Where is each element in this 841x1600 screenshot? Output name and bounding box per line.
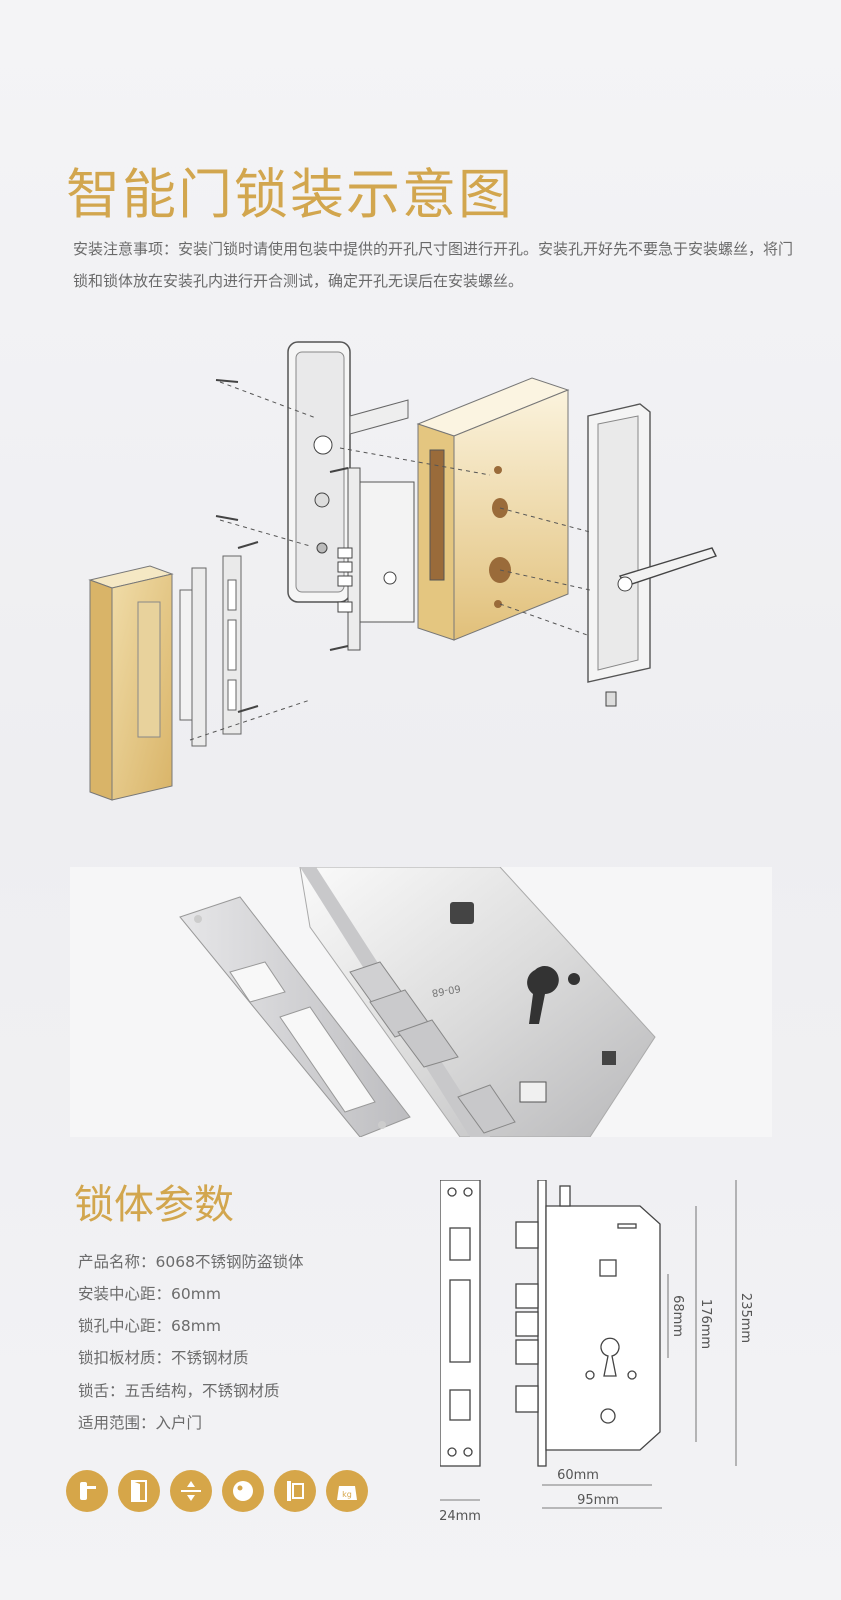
- front-panel: [287, 341, 351, 603]
- dim-176: 176mm: [698, 1299, 713, 1349]
- faceplate-outline: [537, 1180, 547, 1467]
- param-keyhole-center: 锁孔中心距：68mm: [78, 1317, 221, 1335]
- handle-icon: [66, 1470, 108, 1512]
- dim-68: 68mm: [670, 1295, 685, 1337]
- kg-label: kg: [342, 1490, 352, 1499]
- page-title: 智能门锁装示意图: [66, 163, 514, 226]
- screws: [215, 379, 349, 713]
- install-note: 安装注意事项：安装门锁时请使用包装中提供的开孔尺寸图进行开孔。安装孔开好先不要急…: [73, 240, 794, 290]
- model-stamp: 60-68: [431, 982, 462, 998]
- door-block: [416, 377, 570, 641]
- dim-60: 60mm: [557, 1468, 599, 1483]
- strike-plate-1: [191, 567, 207, 747]
- param-strike-material: 锁扣板材质：不锈钢材质: [78, 1349, 249, 1367]
- params-heading: 锁体参数: [74, 1182, 234, 1228]
- door-icon: [118, 1470, 160, 1512]
- dim-95: 95mm: [577, 1493, 619, 1508]
- weight-icon: kg: [326, 1470, 368, 1512]
- dim-24: 24mm: [440, 1509, 481, 1524]
- dim-235: 235mm: [738, 1293, 753, 1343]
- case-outline: [545, 1205, 661, 1451]
- mortise-lock-body: [337, 467, 415, 651]
- knob-icon: [222, 1470, 264, 1512]
- param-application: 适用范围：入户门: [78, 1414, 203, 1432]
- back-panel: [587, 403, 717, 707]
- param-install-center: 安装中心距：60mm: [78, 1285, 221, 1303]
- thickness-icon: [170, 1470, 212, 1512]
- dimension-drawing: 68mm 176mm 235mm 60mm 24mm 95mm: [440, 1180, 753, 1524]
- door-frame-block: [88, 565, 174, 801]
- param-product-name: 产品名称：6068不锈钢防盗锁体: [78, 1253, 304, 1271]
- spindle-bar: [349, 399, 409, 435]
- exploded-installation-diagram: [88, 341, 717, 801]
- mortise-lock-photo: 60-68: [70, 867, 772, 1137]
- mortise-icon: [274, 1470, 316, 1512]
- param-bolt: 锁舌：五舌结构，不锈钢材质: [78, 1382, 280, 1400]
